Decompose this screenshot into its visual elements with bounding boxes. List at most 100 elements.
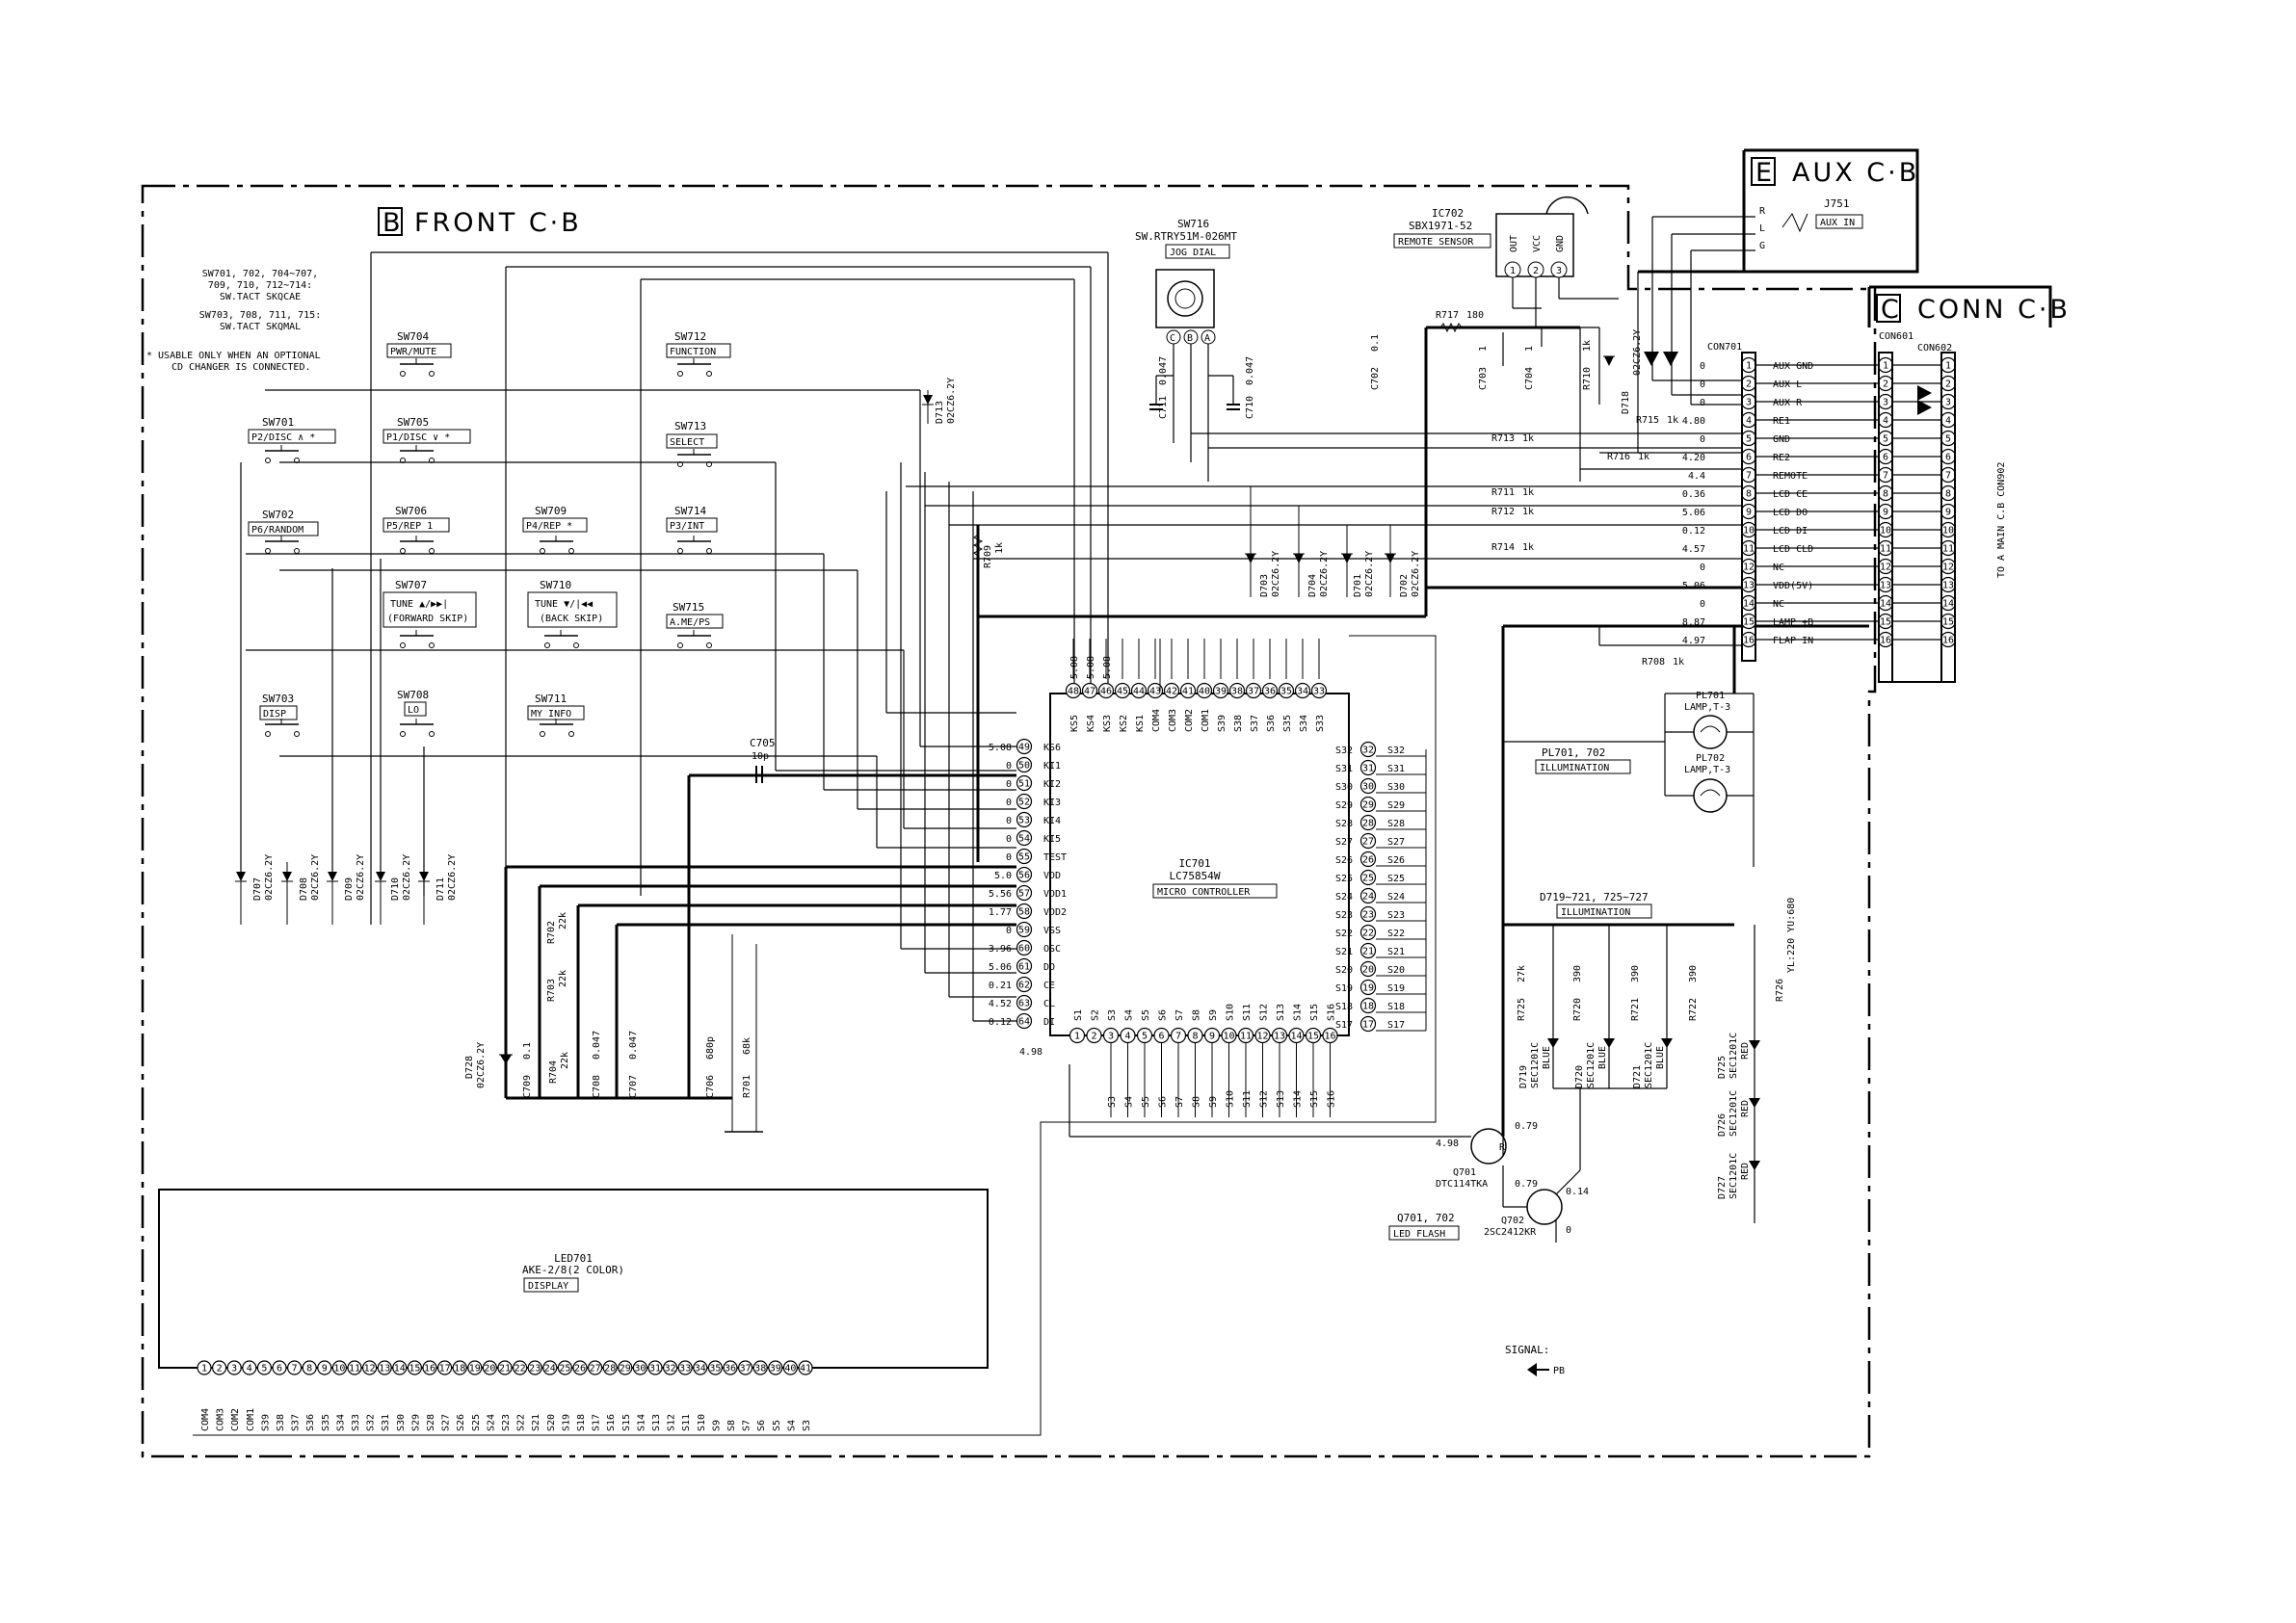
led701-pin-15-number: 15 [409, 1364, 420, 1374]
svg-text:R704: R704 [548, 1060, 559, 1084]
svg-text:02CZ6.2Y: 02CZ6.2Y [1632, 329, 1643, 376]
jog-dial[interactable]: SW716 SW.RTRY51M-026MT JOG DIAL C B A [1135, 218, 1237, 345]
svg-text:D719: D719 [1518, 1065, 1529, 1088]
ic701-pin-55-signal: TEST [1043, 852, 1067, 863]
ic701-pin-1 [1069, 1027, 1086, 1044]
svg-text:D701: D701 [1353, 574, 1363, 597]
sw715-switch[interactable]: SW715 A.ME/PS [666, 601, 724, 648]
sw714-switch[interactable]: SW714 P3/INT [666, 505, 718, 554]
svg-text:SW716: SW716 [1177, 218, 1209, 230]
con602-pin-2-number: 2 [1945, 380, 1951, 390]
con601-pin-3-number: 3 [1883, 398, 1888, 408]
led701-pin-28-signal: S16 [606, 1414, 617, 1431]
ic701-pin-36-signal: S36 [1266, 715, 1277, 732]
ic701-pin-39 [1212, 682, 1229, 699]
svg-text:680p: 680p [705, 1036, 716, 1060]
svg-text:YL:220 YU:680: YL:220 YU:680 [1786, 898, 1797, 973]
ic701-pin-1-number: 1 [1074, 1032, 1080, 1042]
svg-text:02CZ6.2Y: 02CZ6.2Y [946, 378, 957, 424]
sw711-switch[interactable]: SW711 MY INFO [527, 693, 585, 737]
sw701-switch[interactable]: SW701 P2/DISC ∧ * [248, 416, 336, 463]
c704-capacitor: C704 1 [1524, 346, 1535, 390]
svg-text:1: 1 [1510, 266, 1516, 276]
led701-pin-2-number: 2 [217, 1364, 223, 1374]
ic701-pin-29 [1359, 796, 1377, 813]
ic701-pin-56-number: 56 [1018, 871, 1030, 881]
led701-pin-7-number: 7 [292, 1364, 298, 1374]
ic701-pin-35 [1278, 682, 1295, 699]
sw703-switch[interactable]: SW703 DISP [259, 693, 300, 737]
svg-text:1k: 1k [1522, 433, 1534, 444]
led701-pin-21-signal: S23 [501, 1414, 512, 1431]
sw707-switch[interactable]: SW707 TUNE ▲/▶▶| (FORWARD SKIP) [383, 579, 477, 648]
led701-pin-35 [707, 1360, 724, 1375]
con701-pin-14-name: NC [1773, 599, 1784, 610]
svg-text:RED: RED [1740, 1042, 1751, 1060]
front-board-letter: B [383, 208, 401, 238]
con701-pin-9-number: 9 [1746, 508, 1752, 518]
svg-text:22k: 22k [558, 970, 568, 987]
svg-text:LC75854W: LC75854W [1170, 870, 1221, 882]
ic701-pin-4-ext-label: S4 [1124, 1096, 1135, 1108]
led701-pin-26-signal: S18 [576, 1414, 587, 1431]
con701-pin-16-voltage: 4.97 [1682, 636, 1705, 646]
front-board-name: FRONT C·B [414, 208, 582, 238]
ic701-pin-38-number: 38 [1231, 687, 1243, 697]
con701-pin-12-name: NC [1773, 563, 1784, 573]
ic701-pin-19-number: 19 [1362, 983, 1374, 994]
aux-jack-ref: J751 [1824, 197, 1850, 210]
led701-pin-9-number: 9 [322, 1364, 328, 1374]
svg-text:D726: D726 [1717, 1113, 1728, 1137]
svg-text:G: G [1759, 241, 1765, 251]
con701-pin-3-name: AUX R [1773, 398, 1803, 408]
ic701-pin-60-number: 60 [1018, 944, 1030, 955]
ic701-pin-11 [1237, 1027, 1254, 1044]
sw705-switch[interactable]: SW705 P1/DISC ∨ * [383, 416, 471, 463]
led-illumination-group: D719∼721, 725∼727 ILLUMINATION [1540, 891, 1652, 919]
svg-text:D704: D704 [1307, 574, 1318, 597]
svg-text:02CZ6.2Y: 02CZ6.2Y [402, 854, 412, 901]
conn-board-letter: C [1881, 295, 1899, 325]
ic701-pin-13-signal: S13 [1276, 1004, 1286, 1021]
con701-pin-2-number: 2 [1746, 380, 1752, 390]
ic701-pin-62 [1016, 976, 1033, 993]
con701-pin-10-name: LCD DI [1773, 526, 1808, 537]
d711-zener: D711 02CZ6.2Y [418, 854, 458, 925]
sw710-switch[interactable]: SW710 TUNE ▼/|◀◀ (BACK SKIP) [527, 579, 618, 648]
led701-pin-18-number: 18 [454, 1364, 465, 1374]
svg-text:2SC2412KR: 2SC2412KR [1484, 1227, 1537, 1238]
con601-pin-8-number: 8 [1883, 489, 1888, 500]
led701-pin-16 [422, 1360, 437, 1375]
sw708-switch[interactable]: SW708 LO [397, 689, 435, 737]
led701-pin-32-signal: S12 [667, 1414, 677, 1431]
sw702-switch[interactable]: SW702 P6/RANDOM [248, 509, 319, 554]
ic701-pin-45 [1114, 682, 1131, 699]
led701-pin-14-number: 14 [394, 1364, 406, 1374]
ic701-pin-17-signal: S17 [1335, 1020, 1353, 1031]
remote-sensor-ic702: IC702 SBX1971-52 REMOTE SENSOR OUT VCC G… [1393, 196, 1589, 278]
led701-pin-28-number: 28 [604, 1364, 616, 1374]
sw713-switch[interactable]: SW713 SELECT [666, 420, 718, 467]
sw704-switch[interactable]: SW704 PWR/MUTE [386, 330, 452, 377]
con701-pin-7-number: 7 [1746, 471, 1752, 482]
led701-pin-34-signal: S10 [697, 1414, 707, 1431]
con601-pin-4-number: 4 [1883, 416, 1888, 427]
sw706-switch[interactable]: SW706 P5/REP 1 [383, 505, 450, 554]
ic701-top-pins: 48KS55.0847KS45.0846KS35.0845KS244KS143C… [1065, 639, 1328, 732]
led701-pin-17-signal: S27 [441, 1414, 452, 1431]
svg-text:02CZ6.2Y: 02CZ6.2Y [476, 1042, 487, 1088]
svg-text:1k: 1k [1522, 507, 1534, 517]
led701-pin-41-number: 41 [800, 1364, 811, 1374]
con601-pin-7-number: 7 [1883, 471, 1888, 482]
ic701-pin-48-signal: KS5 [1069, 715, 1080, 732]
ic701-pin-63 [1016, 994, 1033, 1011]
sw709-switch[interactable]: SW709 P4/REP * [522, 505, 588, 554]
sw712-switch[interactable]: SW712 FUNCTION [666, 330, 731, 377]
svg-text:MY INFO: MY INFO [531, 709, 571, 720]
svg-text:D725: D725 [1717, 1056, 1728, 1079]
svg-text:SW.RTRY51M-026MT: SW.RTRY51M-026MT [1135, 230, 1237, 243]
led701-pin-33-number: 33 [679, 1364, 691, 1374]
svg-text:0.79: 0.79 [1515, 1121, 1538, 1132]
